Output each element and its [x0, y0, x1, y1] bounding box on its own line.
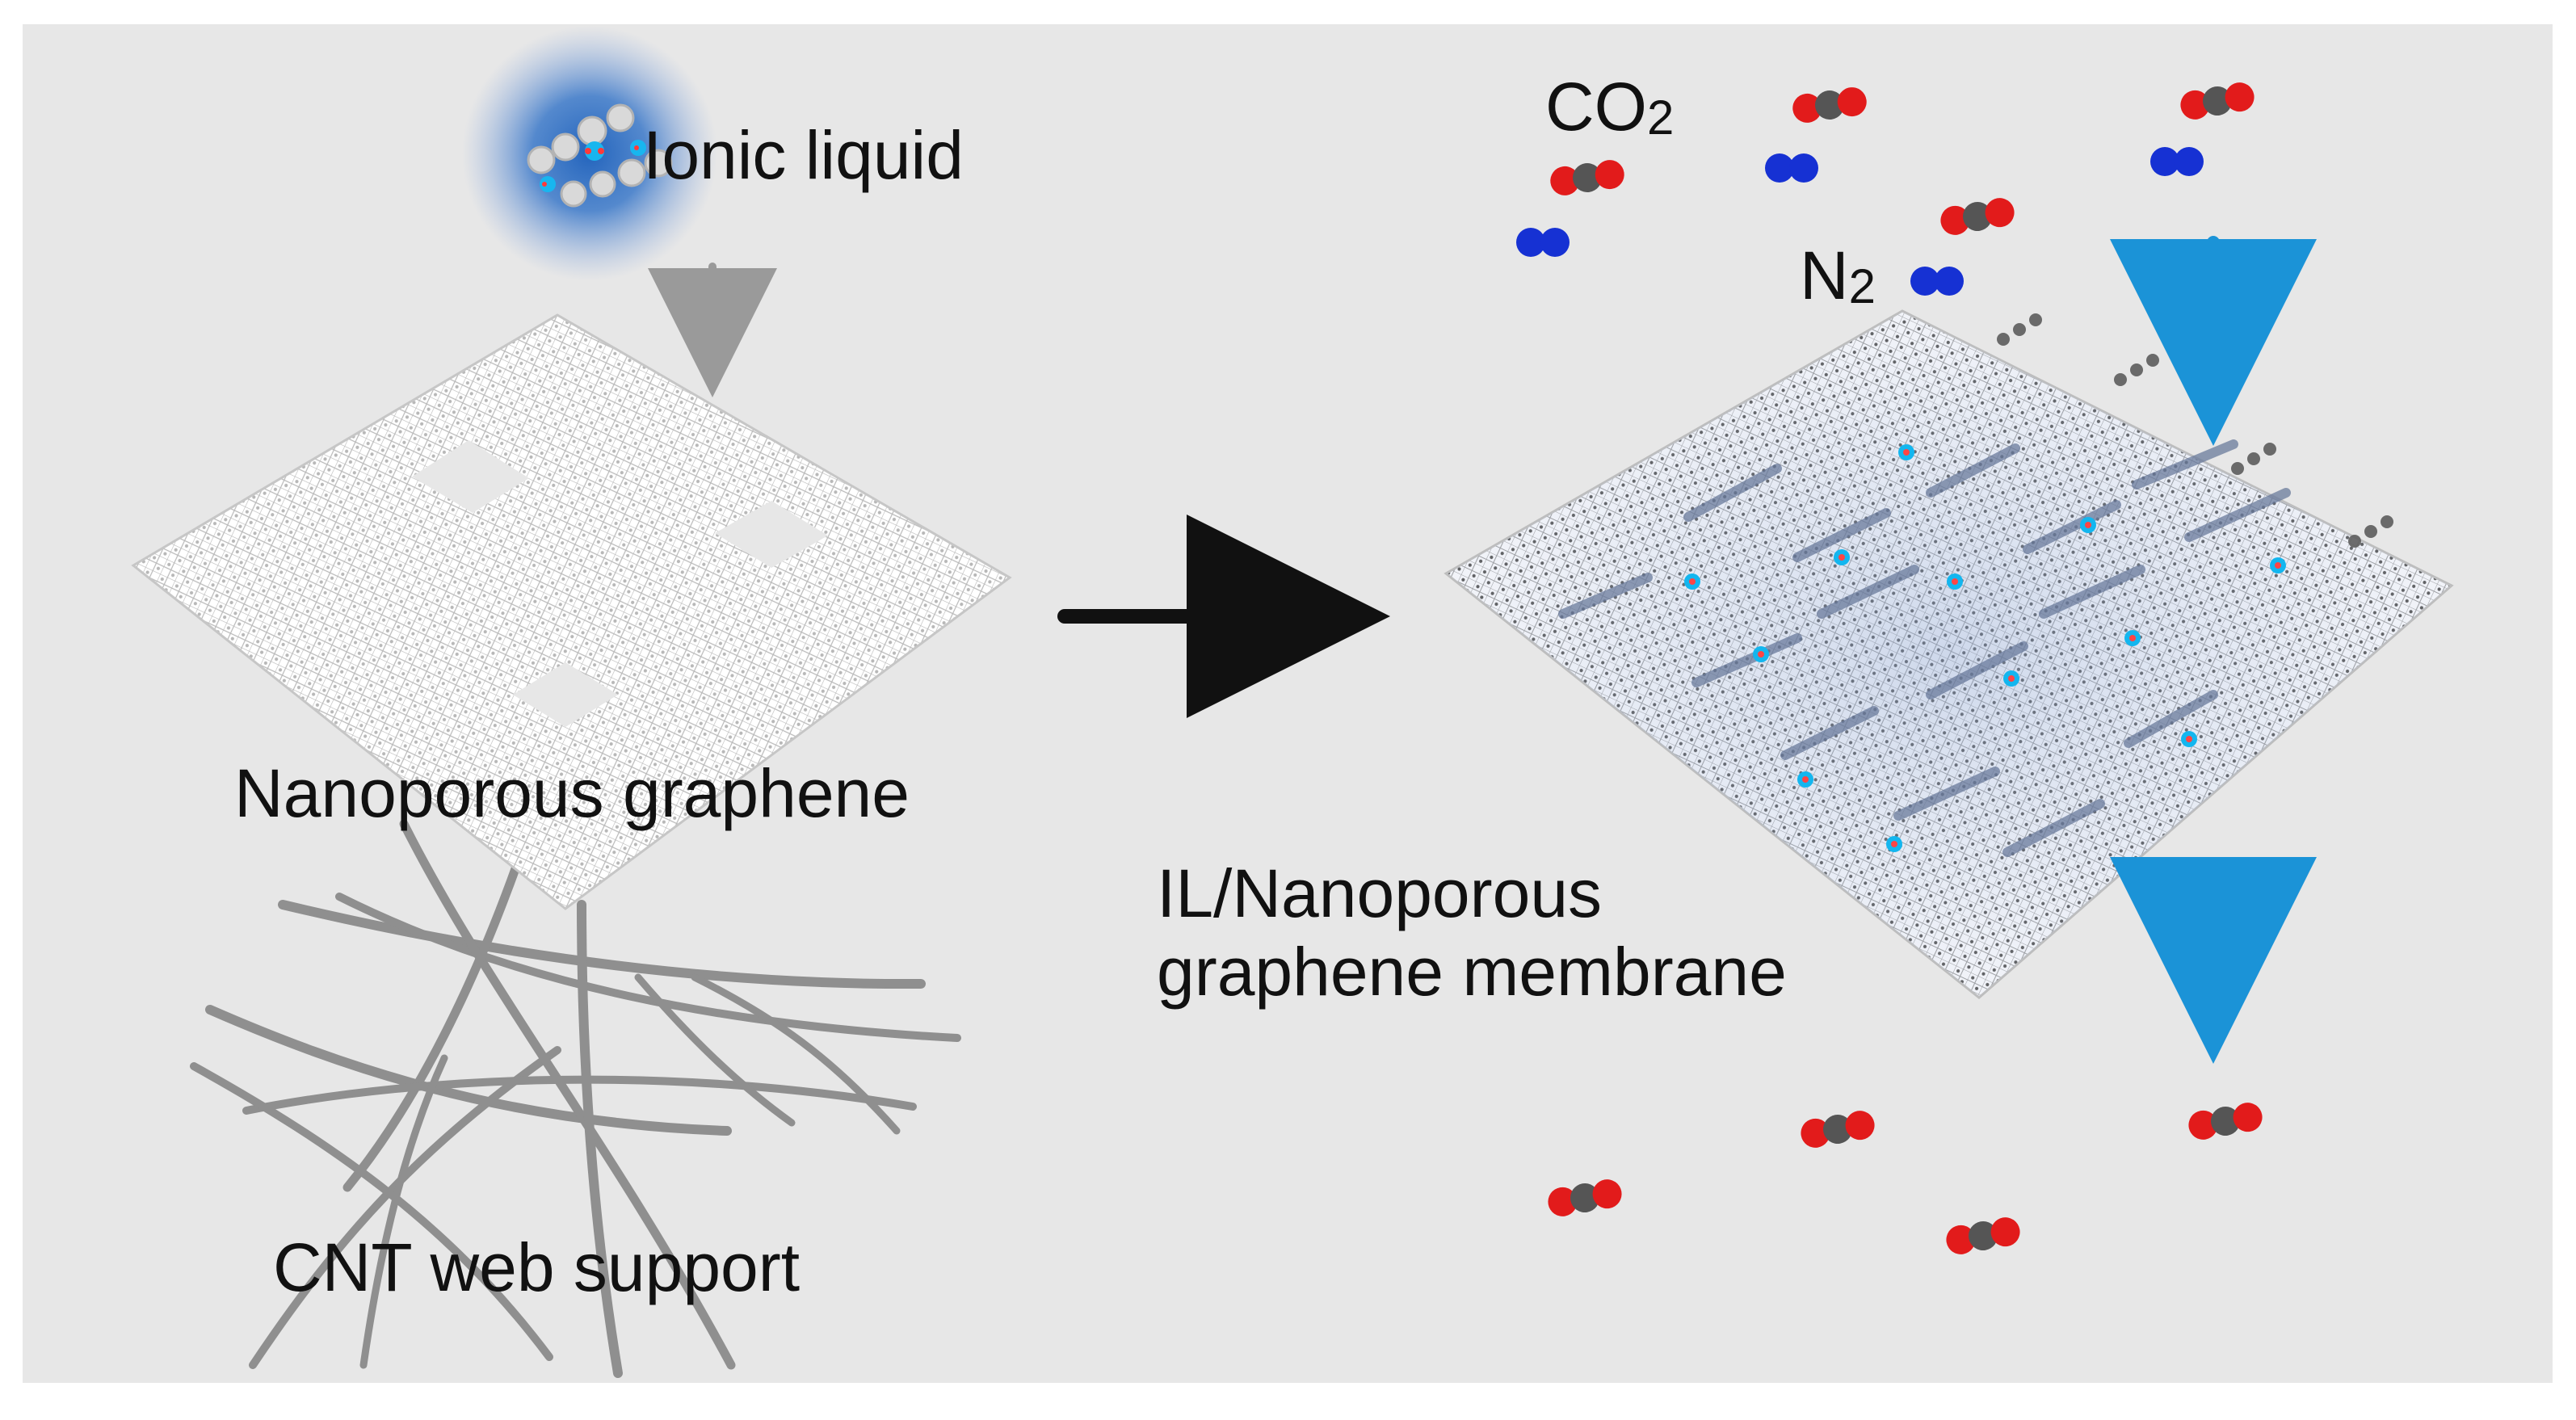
- nanoporous-graphene-sheet: [131, 313, 1012, 910]
- n2-label-prefix: N: [1800, 237, 1849, 313]
- cnt-web-support: [190, 819, 961, 1378]
- co2-molecule-icon: [1548, 82, 2263, 1254]
- co2-label: CO2: [1545, 67, 1674, 147]
- il-nanoporous-graphene-membrane-label: IL/Nanoporous graphene membrane: [1157, 855, 1787, 1010]
- nanoporous-graphene-label: Nanoporous graphene: [234, 755, 910, 831]
- il-graphene-membrane: [1443, 309, 2454, 999]
- co2-label-prefix: CO: [1545, 69, 1647, 145]
- ionic-liquid-label: Ionic liquid: [643, 117, 964, 193]
- n2-label: N2: [1800, 236, 1876, 316]
- ionic-liquid-droplet-icon: [462, 26, 717, 281]
- co2-label-subscript: 2: [1647, 90, 1675, 145]
- n2-molecule-icon: [1516, 147, 2204, 296]
- cnt-web-support-label: CNT web support: [273, 1229, 801, 1305]
- n2-label-subscript: 2: [1848, 258, 1876, 313]
